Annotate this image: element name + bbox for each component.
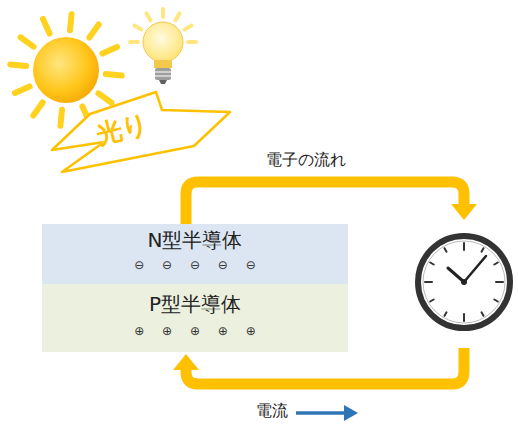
band-label: P型半導体 — [149, 292, 241, 316]
arrowhead — [173, 354, 199, 370]
current-arrow — [296, 411, 348, 415]
clock-ticks — [425, 243, 503, 321]
electron-flow-label: 電子の流れ — [266, 150, 346, 171]
return-arrow — [186, 348, 464, 384]
bulb-base — [155, 68, 171, 80]
sun — [33, 37, 99, 103]
light-banner: 光り — [44, 84, 234, 176]
clock — [418, 236, 510, 328]
minute-hand — [464, 256, 486, 282]
bulb-neck — [154, 60, 172, 68]
charge-symbols: ⊕ ⊕ ⊕ ⊕ ⊕ — [134, 324, 256, 338]
electron-flow-arrow — [186, 182, 464, 224]
n-type-band: N型半導体 ⊖ ⊖ ⊖ ⊖ ⊖ — [42, 224, 348, 284]
band-label: N型半導体 — [148, 228, 243, 252]
hour-hand — [448, 268, 464, 282]
charge-symbols: ⊖ ⊖ ⊖ ⊖ ⊖ — [134, 258, 256, 272]
arrowhead — [344, 405, 358, 421]
light-bulb — [143, 22, 183, 62]
arrowhead — [451, 204, 477, 220]
current-label: 電流 — [256, 401, 288, 422]
p-type-band: P型半導体 ⊕ ⊕ ⊕ ⊕ ⊕ — [42, 284, 348, 352]
